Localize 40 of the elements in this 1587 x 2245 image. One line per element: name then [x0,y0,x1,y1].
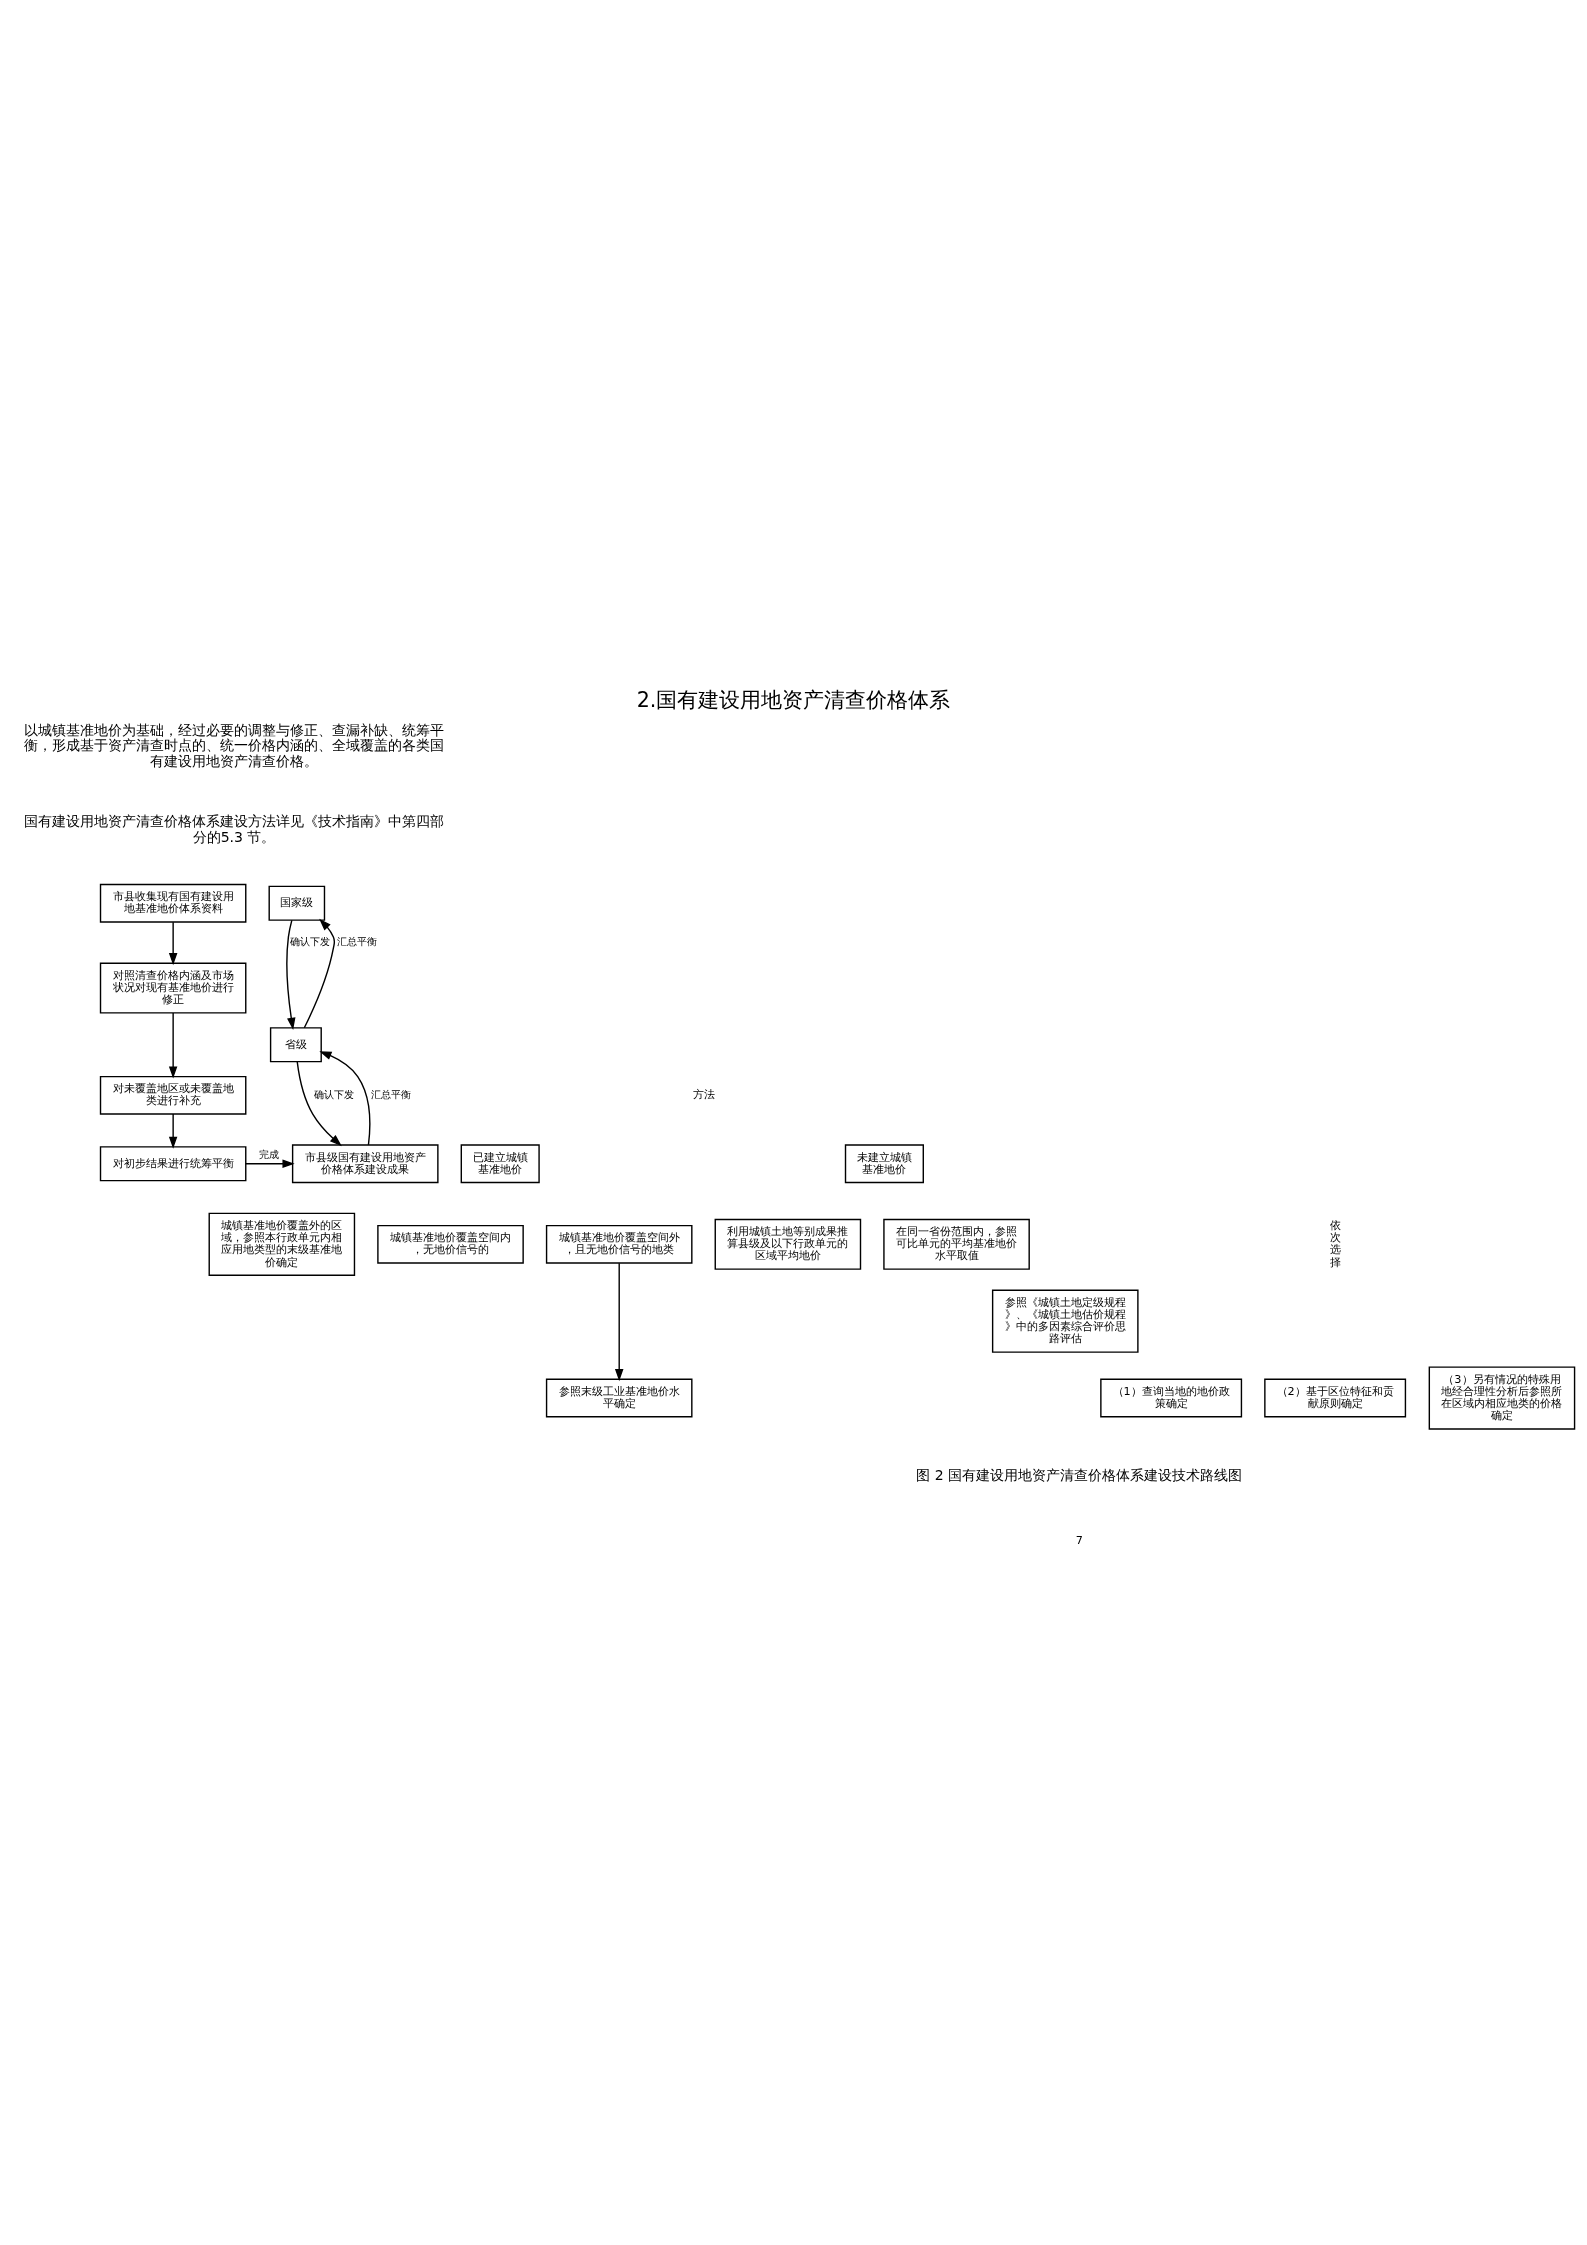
node-box: 市县级国有建设用地资产价格体系建设成果 [291,1144,439,1184]
label: 国有建设用地资产清查价格体系建设方法详见《技术指南》中第四部分的5.3 节。 [24,813,445,846]
arrow [168,1012,178,1079]
edge-label: 完成 [259,1147,280,1160]
node-box: （1）查询当地的地价政策确定 [1100,1378,1243,1418]
arrow [319,1051,371,1146]
node-box: 市县收集现有国有建设用地基准地价体系资料 [99,883,247,923]
node-box: 城镇基准地价覆盖空间内，无地价信号的 [377,1224,524,1264]
arrow [296,1061,342,1147]
node-box: 对照清查价格内涵及市场状况对现有基准地价进行修正 [99,962,247,1014]
label: 方法 [692,1088,715,1102]
diagram-title: 2.国有建设用地资产清查价格体系 [636,687,951,712]
node-box: 城镇基准地价覆盖外的区域，参照本行政单元内相应用地类型的末级基准地价确定 [208,1212,356,1276]
node-box: 国家级 [268,885,326,921]
arrow [614,1262,624,1382]
node-box: 已建立城镇基准地价 [460,1144,540,1184]
edge-label: 确认下发 [314,1087,355,1100]
arrow [245,1159,295,1168]
label: 7 [1075,1534,1083,1548]
node-box: 未建立城镇基准地价 [844,1144,924,1184]
node-box: 参照末级工业基准地价水平确定 [545,1378,693,1418]
edge-label: 汇总平衡 [336,935,377,948]
node-box: 省级 [269,1027,322,1063]
node-box: 城镇基准地价覆盖空间外，且无地价信号的地类 [545,1224,693,1264]
node-box: （2）基于区位特征和贡献原则确定 [1264,1378,1407,1418]
node-box: 对初步结果进行统筹平衡 [99,1146,247,1182]
arrow [303,918,336,1029]
node-box: （3）另有情况的特殊用地经合理性分析后参照所在区域内相应地类的价格确定 [1428,1366,1576,1430]
edge-label: 确认下发 [289,935,330,948]
node-box: 利用城镇土地等别成果推算县级及以下行政单元的区域平均地价 [714,1218,862,1270]
label: 依次选择 [1329,1218,1341,1269]
arrow [168,921,178,966]
node-box: 在同一省份范围内，参照可比单元的平均基准地价水平取值 [883,1218,1030,1270]
node-box: 对未覆盖地区或未覆盖地类进行补充 [99,1075,247,1115]
label: 以城镇基准地价为基础，经过必要的调整与修正、查漏补缺、统筹平衡，形成基于资产清查时点的、统一价格内涵的、全域覆盖的各类国有建设用地资产清查价格。 [24,721,445,770]
caption: 图 2 国有建设用地资产清查价格体系建设技术路线图 [916,1467,1243,1483]
node-box: 参照《城镇土地定级规程》、《城镇土地估价规程》中的多因素综合评价思路评估 [991,1289,1139,1353]
edge-label: 汇总平衡 [371,1087,412,1100]
arrow [168,1113,178,1149]
arrow [286,919,296,1030]
